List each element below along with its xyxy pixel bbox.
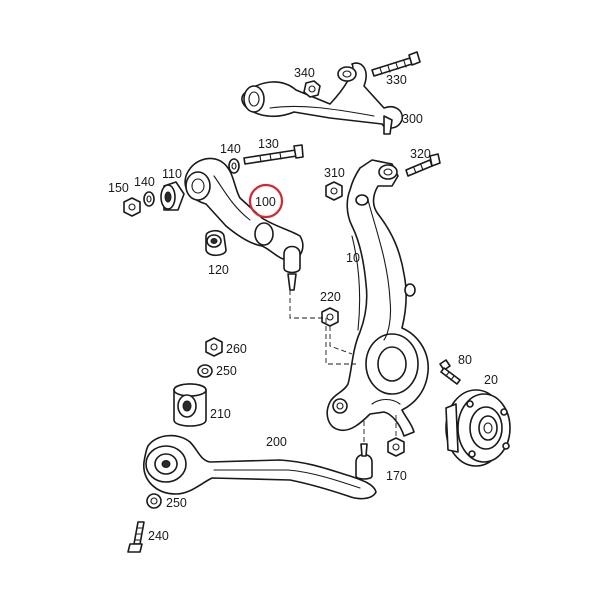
label-220: 220 — [320, 290, 341, 304]
steering-knuckle-10 — [326, 159, 429, 437]
label-110: 110 — [162, 167, 182, 181]
label-10: 10 — [346, 251, 360, 265]
bolt-320 — [405, 153, 441, 177]
label-240: 240 — [148, 529, 169, 543]
assembly-leader-lines — [289, 290, 397, 442]
highlight-circle-100 — [248, 183, 284, 219]
nut-340 — [303, 80, 321, 98]
label-330: 330 — [386, 73, 407, 87]
washer-140-lower — [143, 191, 155, 207]
nut-150 — [123, 197, 141, 217]
label-130: 130 — [258, 137, 279, 151]
bushing-120 — [205, 229, 227, 257]
label-140-upper: 140 — [220, 142, 241, 156]
label-120: 120 — [208, 263, 229, 277]
upper-control-arm-300 — [241, 62, 404, 135]
label-100: 100 — [255, 195, 276, 209]
label-300: 300 — [402, 112, 423, 126]
part-number-labels: 340 330 300 130 140 320 150 140 110 100 … — [108, 66, 498, 543]
label-170: 170 — [386, 469, 407, 483]
label-20: 20 — [484, 373, 498, 387]
bolt-130 — [243, 144, 304, 165]
nut-260 — [205, 337, 223, 357]
washer-250-lower — [146, 493, 162, 509]
washer-140-upper — [228, 158, 240, 174]
label-210: 210 — [210, 407, 231, 421]
label-200: 200 — [266, 435, 287, 449]
control-arm-200 — [143, 434, 377, 500]
washer-250-upper — [197, 364, 213, 378]
label-150: 150 — [108, 181, 129, 195]
nut-310 — [325, 181, 343, 201]
control-arm-100 — [184, 157, 304, 291]
label-320: 320 — [410, 147, 431, 161]
label-260: 260 — [226, 342, 247, 356]
bolt-240 — [127, 521, 145, 553]
label-340: 340 — [294, 66, 315, 80]
label-310: 310 — [324, 166, 345, 180]
label-250-lower: 250 — [166, 496, 187, 510]
label-80: 80 — [458, 353, 472, 367]
wheel-hub-20 — [445, 389, 511, 467]
bolt-330 — [371, 51, 421, 77]
bushing-110 — [160, 181, 185, 211]
label-250-upper: 250 — [216, 364, 237, 378]
bushing-210 — [173, 383, 207, 427]
label-140-lower: 140 — [134, 175, 155, 189]
bolt-80 — [439, 359, 461, 385]
nut-170 — [387, 437, 405, 457]
nut-220 — [321, 307, 339, 327]
